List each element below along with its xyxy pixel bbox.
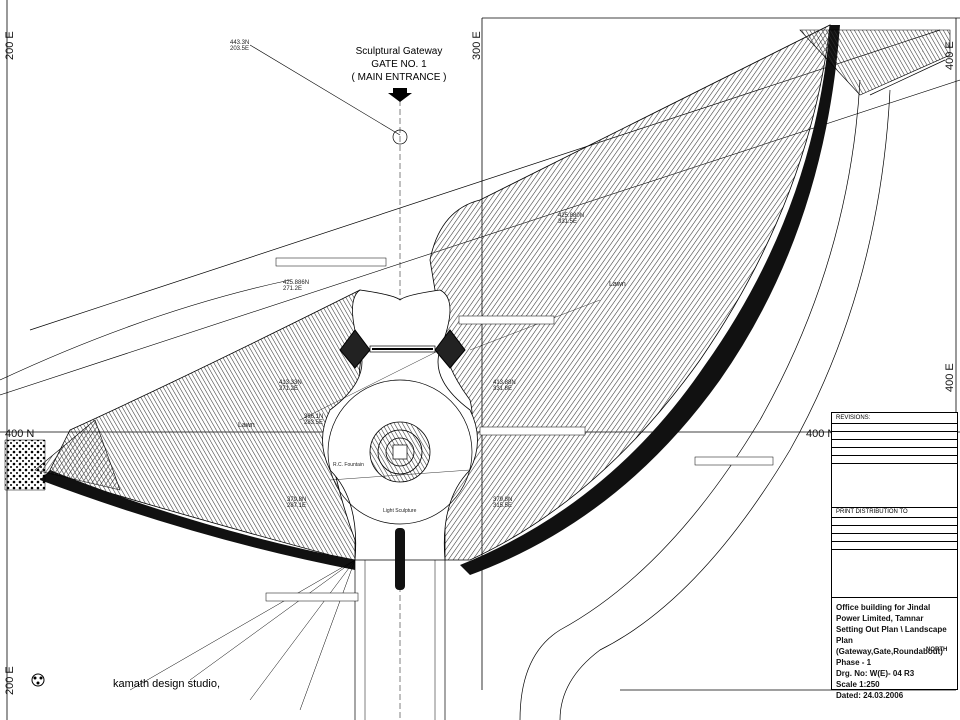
note-box-5: [694, 456, 774, 466]
gateway-line3: ( MAIN ENTRANCE ): [351, 72, 447, 83]
grid-label-e200-bottom: 200 E: [4, 666, 16, 695]
coord-2-e: 271.2E: [283, 286, 303, 292]
note-box-1: [275, 257, 387, 267]
gateway-line2: GATE NO. 1: [371, 59, 427, 70]
fountain-label: Light Sculpture: [383, 508, 417, 514]
revisions-title: REVISIONS:: [836, 415, 871, 421]
grid-label-e400-right-mid: 400 E: [944, 363, 956, 392]
corner-hatch-left: [34, 419, 121, 491]
title-line-4: (Gateway,Gate,Roundabout): [836, 647, 943, 656]
coord-6-n: 396.1N: [304, 414, 324, 420]
coord-3-n: 425.880N: [558, 213, 585, 219]
firm-name: kamath design studio,: [113, 678, 221, 690]
gate-arrow-icon: [388, 88, 412, 102]
title-line-2: Power Limited, Tamnar: [836, 614, 924, 623]
lawn-right-label: Lawn: [609, 281, 626, 288]
fountain-ring-1: [377, 429, 423, 475]
coord-5-n: 413.88N: [493, 380, 516, 386]
print-distribution-title: PRINT DISTRIBUTION TO: [836, 509, 908, 515]
entrance-bollard: [395, 528, 405, 590]
grid-label-n400-left: 400 N: [5, 428, 35, 440]
coord-1-e: 203.5E: [230, 46, 250, 52]
coord-1-n: 443.3N: [230, 40, 250, 46]
coord-2-n: 425.886N: [283, 280, 310, 286]
coord-5-e: 331.8E: [493, 386, 513, 392]
coord-8-e: 315.5E: [493, 503, 513, 509]
gate-marker: [392, 129, 408, 145]
title-block-frame: REVISIONS: PRINT DISTRIBUTION TO: [831, 412, 958, 690]
drawing-date: Dated: 24.03.2006: [836, 691, 904, 700]
corner-hatch-top: [799, 29, 951, 96]
coord-6-e: 283.5E: [304, 420, 324, 426]
roundabout-ring: [327, 379, 473, 525]
lawn-right-border: [460, 25, 840, 575]
drawing-number: Drg. No: W(E)- 04 R3: [836, 669, 915, 678]
note-box-4: [265, 592, 359, 602]
road-right-curve-2: [559, 89, 891, 720]
lawn-right-area: [429, 24, 831, 561]
road-right-curve-3: [869, 59, 946, 96]
grid-label-e400-right-top: 400 E: [944, 41, 956, 70]
grid-label-e300-top: 300 E: [471, 31, 483, 60]
drawing-scale: Scale 1:250: [836, 680, 880, 689]
grid-label-n400-right: 400 N: [806, 428, 836, 440]
round-label: R.C. Fountain: [333, 462, 364, 468]
road-curve-left: [0, 279, 291, 381]
studio-logo: [31, 673, 45, 687]
title-line-1: Office building for Jindal: [836, 603, 931, 612]
fountain-ring-2: [385, 437, 415, 467]
drawing-title-text: Office building for Jindal Power Limited…: [836, 602, 960, 701]
note-box-2: [458, 315, 555, 325]
coord-4-n: 413.33N: [279, 380, 302, 386]
title-line-3: Setting Out Plan \ Landscape Plan: [836, 625, 947, 645]
leader-line: [249, 44, 401, 136]
gateway-label: Sculptural Gateway GATE NO. 1 ( MAIN ENT…: [349, 45, 449, 84]
north-label: NORTH: [926, 647, 948, 653]
note-box-3: [479, 426, 586, 436]
fountain-core: [392, 444, 408, 460]
coord-7-e: 287.1E: [287, 503, 307, 509]
coord-8-n: 379.8N: [493, 497, 513, 503]
coord-4-e: 271.2E: [279, 386, 299, 392]
coord-3-e: 331.5E: [558, 219, 578, 225]
grid-label-e200-top: 200 E: [4, 31, 16, 60]
planter-dots-left: [4, 439, 46, 491]
title-line-5: Phase - 1: [836, 658, 872, 667]
road-right-curve-1: [519, 79, 861, 720]
coord-7-n: 379.8N: [287, 497, 307, 503]
gateway-line1: Sculptural Gateway: [355, 46, 443, 57]
lawn-left-label: Lawn: [238, 422, 255, 429]
pylon-right: [434, 329, 466, 369]
lawn-left-border: [40, 470, 355, 570]
